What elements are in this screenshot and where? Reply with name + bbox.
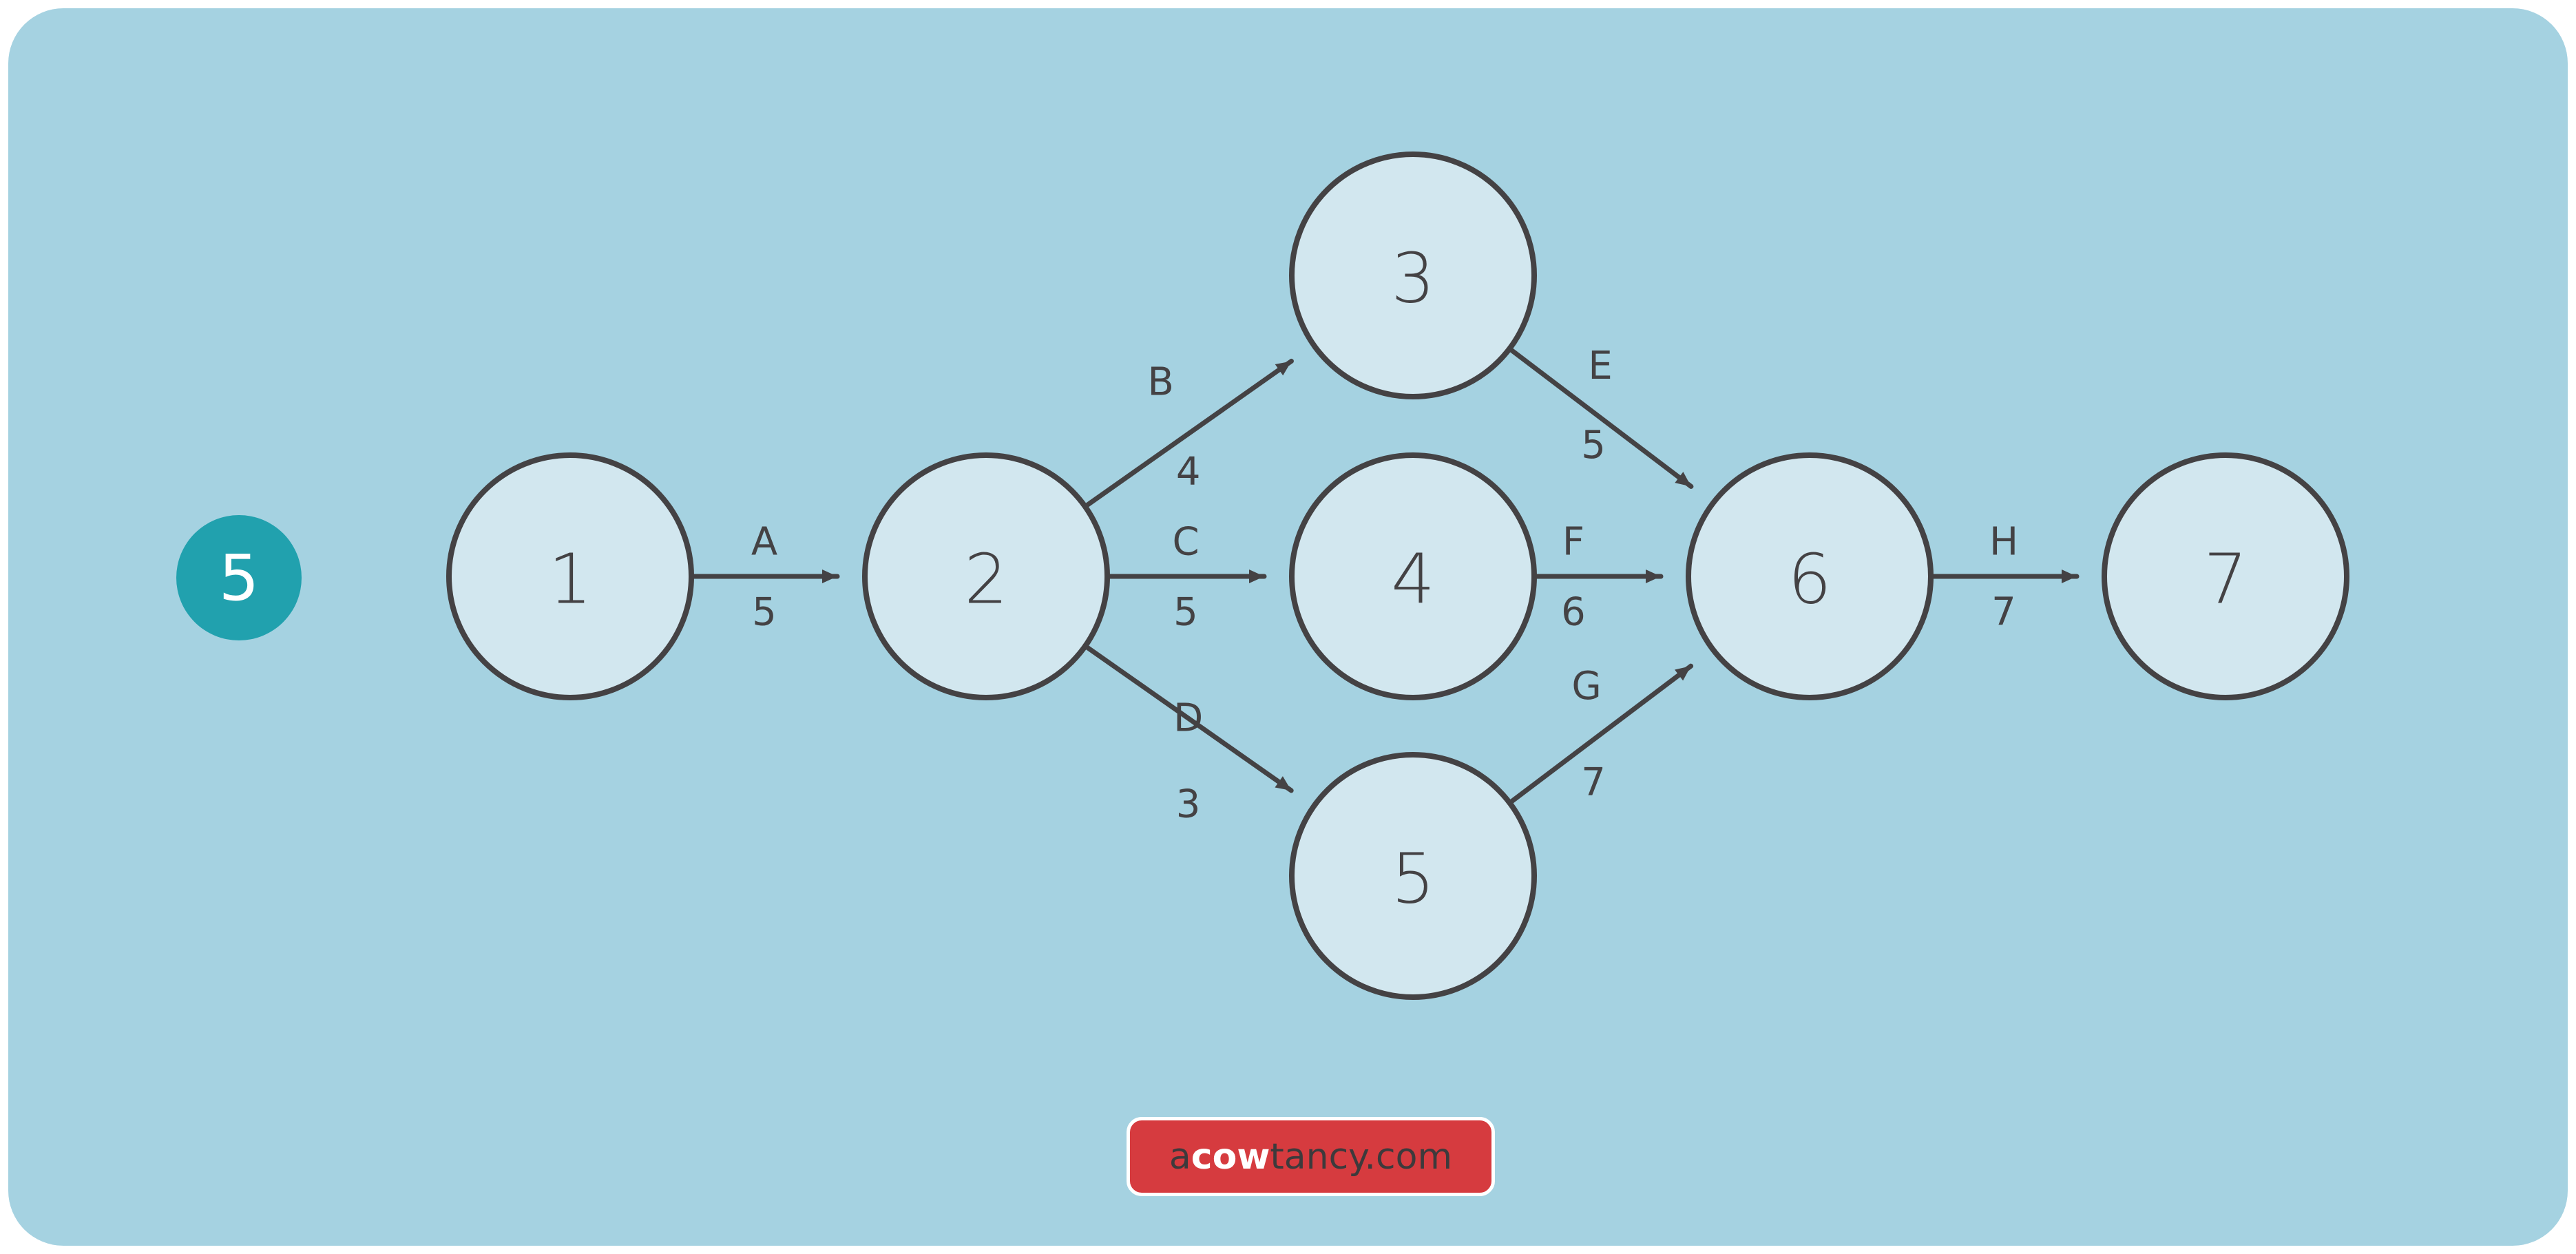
edge-g: G7	[1507, 663, 1694, 806]
arrowhead	[1249, 569, 1264, 583]
logo-bold: cow	[1191, 1136, 1270, 1178]
edge-d: D3	[1082, 643, 1294, 827]
edge-duration-label: 5	[752, 590, 777, 635]
node-circle	[1289, 752, 1537, 1000]
node-circle	[1686, 452, 1934, 700]
node-3: 3	[1289, 151, 1537, 399]
edge-line	[1082, 358, 1294, 510]
edge-activity-label: F	[1562, 520, 1584, 565]
node-label: 5	[1391, 839, 1435, 919]
node-7: 7	[2102, 452, 2349, 700]
edge-line	[1507, 663, 1694, 806]
arrowhead	[822, 569, 837, 583]
node-label: 2	[964, 539, 1008, 620]
arrowhead	[1675, 666, 1691, 681]
edge-activity-label: H	[1989, 520, 2018, 565]
edge-duration-label: 4	[1176, 450, 1201, 494]
node-2: 2	[862, 452, 1110, 700]
edge-duration-label: 5	[1173, 590, 1198, 635]
edge-duration-label: 5	[1581, 423, 1606, 468]
edge-duration-label: 6	[1561, 590, 1586, 635]
arrowhead	[1275, 361, 1292, 376]
arrowhead	[1646, 569, 1661, 583]
edge-activity-label: A	[751, 520, 777, 565]
edge-e: E5	[1507, 344, 1694, 489]
arrowhead	[1675, 472, 1691, 487]
edge-activity-label: D	[1173, 696, 1203, 741]
edge-f: F6	[1531, 520, 1664, 635]
node-label: 1	[548, 539, 592, 620]
edge-activity-label: B	[1147, 360, 1173, 405]
edge-activity-label: E	[1588, 344, 1612, 388]
nodes: 1 2 3 4 5 6 7	[446, 151, 2349, 1000]
edge-activity-label: G	[1571, 664, 1601, 709]
edge-duration-label: 7	[1991, 590, 2016, 635]
node-label: 7	[2203, 539, 2248, 620]
node-circle	[446, 452, 694, 700]
node-6: 6	[1686, 452, 1934, 700]
edge-h: H7	[1928, 520, 2080, 635]
step-badge: 5	[176, 515, 302, 640]
logo-suffix: tancy.com	[1270, 1136, 1453, 1178]
edge-b: B4	[1082, 358, 1294, 510]
node-circle	[2102, 452, 2349, 700]
arrowhead	[2062, 569, 2077, 583]
node-label: 6	[1788, 539, 1832, 620]
node-circle	[1289, 151, 1537, 399]
node-4: 4	[1289, 452, 1537, 700]
edge-duration-label: 7	[1581, 760, 1606, 805]
node-circle	[1289, 452, 1537, 700]
edge-duration-label: 3	[1176, 782, 1201, 827]
node-circle	[862, 452, 1110, 700]
edge-activity-label: C	[1172, 520, 1199, 565]
edge-c: C5	[1104, 520, 1267, 635]
edge-line	[1082, 643, 1294, 793]
node-1: 1	[446, 452, 694, 700]
node-label: 4	[1391, 539, 1435, 620]
logo-prefix: a	[1169, 1136, 1191, 1178]
arrowhead	[1275, 776, 1292, 791]
node-label: 3	[1391, 238, 1435, 319]
edge-a: A5	[689, 520, 840, 635]
edge-line	[1507, 346, 1694, 489]
node-5: 5	[1289, 752, 1537, 1000]
